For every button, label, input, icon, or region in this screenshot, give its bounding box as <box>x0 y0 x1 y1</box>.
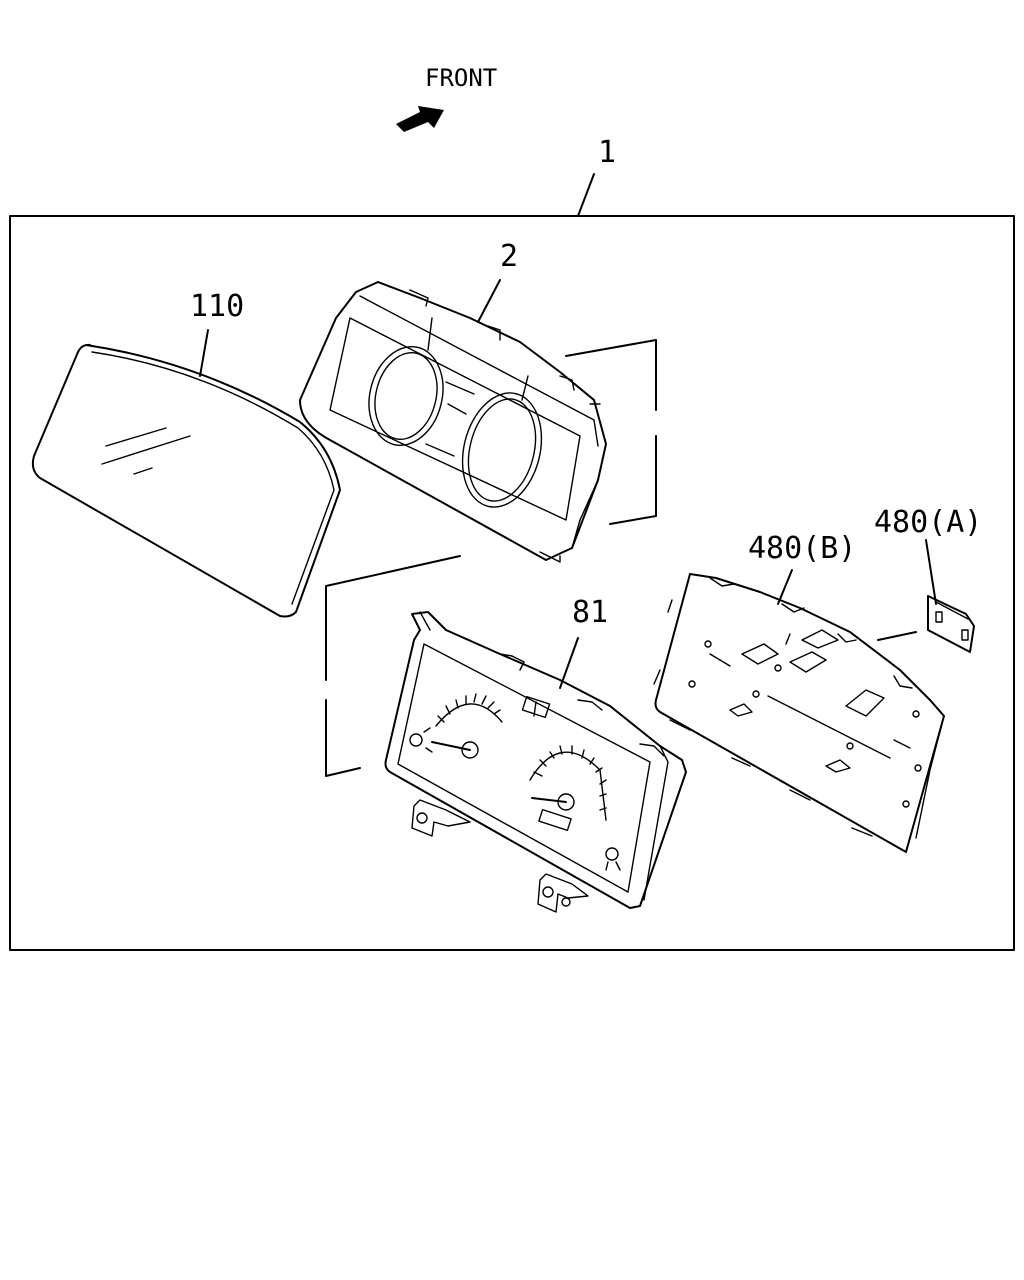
callout-meter-panel: 81 <box>572 595 608 630</box>
front-arrow-icon <box>396 106 444 132</box>
leader-meter-panel <box>559 637 579 689</box>
bracket-left <box>325 555 461 777</box>
callout-assembly: 1 <box>598 135 616 170</box>
callout-case: 2 <box>500 239 518 274</box>
leader-assembly <box>577 173 595 217</box>
leader-lens <box>199 329 209 377</box>
leader-case <box>477 279 501 323</box>
meter-panel-part <box>384 611 687 913</box>
board-b-part <box>653 573 945 853</box>
callout-lens: 110 <box>190 289 244 324</box>
board-a-part <box>927 595 975 653</box>
front-label: FRONT <box>425 64 497 92</box>
bracket-right <box>565 339 657 525</box>
leader-board-b <box>777 569 793 605</box>
lens-part <box>31 343 341 618</box>
callout-board-b: 480(B) <box>748 531 856 566</box>
leader-board-a-link <box>877 631 917 641</box>
assembly-frame <box>9 215 1015 951</box>
leader-board-a <box>925 539 937 605</box>
case-part <box>299 281 607 563</box>
callout-board-a: 480(A) <box>874 505 982 540</box>
